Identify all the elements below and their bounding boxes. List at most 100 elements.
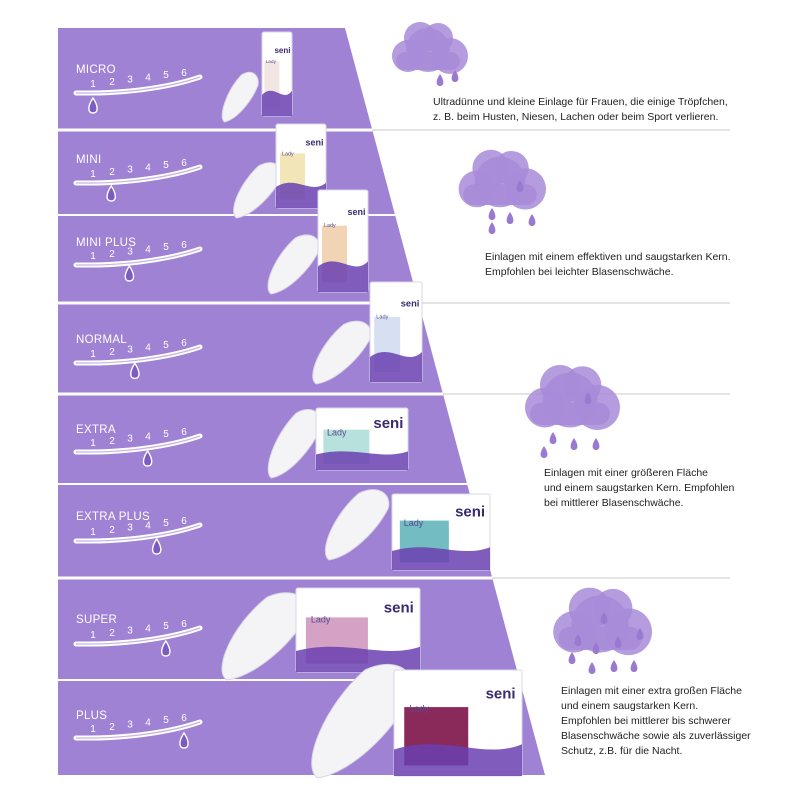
pad-image [267,234,320,295]
cloud-base [558,626,642,650]
cloud-puff [563,366,602,404]
scale-number: 1 [90,630,96,641]
package-wave [276,182,326,208]
scale-number: 3 [127,720,133,731]
brand-sub-logo: Lady [327,427,347,437]
brand-logo: seni [347,207,365,217]
brand-sub-logo: Lady [409,703,429,713]
scale-number: 3 [127,434,133,445]
row-label-mini-plus: MINI PLUS [76,237,137,249]
scale-number: 6 [181,427,187,438]
rain-drop [592,438,600,450]
description-line: Blasenschwäche sowie als zuverlässiger [561,730,751,742]
scale-number: 4 [145,431,151,442]
scale-number: 3 [127,626,133,637]
rain-drop [488,222,496,234]
rain-drop [592,642,600,654]
scale-number: 2 [109,347,115,358]
scale-bar-line [76,721,201,739]
scale-number: 6 [181,713,187,724]
scale-bar [73,164,203,186]
scale-number: 2 [109,436,115,447]
scale-number: 3 [127,345,133,356]
brand-sub-logo: Lady [311,614,331,624]
description-line: Einlagen mit einem effektiven und saugst… [485,251,731,263]
level-drop-icon [130,362,140,380]
rain-drop [436,74,444,86]
cloud-base [463,184,537,205]
row-label-micro: MICRO [76,64,116,76]
scale-number: 1 [90,169,96,180]
cloud-drops-icon [392,22,468,86]
brand-sub-logo: Lady [324,223,336,229]
description-line: Einlagen mit einer größeren Fläche [544,467,709,479]
scale-bar-line [76,248,201,266]
level-drop-icon [179,731,189,749]
package-wave [394,744,522,776]
description-line: bei mittlerer Blasenschwäche. [544,497,684,509]
scale-number: 4 [145,162,151,173]
scale-number: 6 [181,516,187,527]
level-drop-icon [88,96,98,114]
scale-bar [73,719,203,741]
scale-number: 4 [145,623,151,634]
brand-sub-logo: Lady [266,59,277,65]
cloud-puff [494,150,529,186]
rain-drop [528,214,536,226]
description-line: und einem saugstarken Kern. Empfohlen [544,482,735,494]
scale-number: 1 [90,79,96,90]
scale-number: 5 [163,621,169,632]
scale-number: 3 [127,523,133,534]
brand-logo: seni [384,599,414,616]
scale-number: 6 [181,240,187,251]
scale-number: 3 [127,165,133,176]
scale-number: 6 [181,619,187,630]
cloud-puff [593,588,633,628]
package-wave [262,90,292,116]
rain-drop [584,392,592,404]
scale-number: 5 [163,518,169,529]
scale-number: 2 [109,249,115,260]
rain-drop [630,660,638,672]
level-drop-icon [160,639,171,657]
row-label-normal: NORMAL [76,334,128,346]
scale-bar [73,433,203,455]
description-extra: Einlagen mit einer größeren Fläche und e… [544,466,734,511]
scale-bar [73,522,203,544]
scale-number: 2 [109,722,115,733]
description-line: Einlagen mit einer extra großen Fläche [561,685,742,697]
cloud-drops-icon [525,365,620,458]
rain-drop [636,628,644,640]
rain-drop [600,612,608,624]
description-mini: Einlagen mit einem effektiven und saugst… [485,250,731,280]
description-line: Ultradünne und kleine Einlage für Frauen… [433,96,728,108]
scale-number: 4 [145,520,151,531]
package-wave [370,352,422,382]
rain-drop [570,438,578,450]
brand-sub-logo: Lady [404,518,424,528]
scale-number: 5 [163,242,169,253]
scale-bar-line [76,435,201,453]
description-micro: Ultradünne und kleine Einlage für Frauen… [433,95,728,125]
brand-logo: seni [305,137,323,147]
brand-logo: seni [401,299,420,309]
scale-number: 5 [163,715,169,726]
scale-number: 6 [181,338,187,349]
cloud-drops-icon [458,149,546,234]
product-images: seniLadyseniLadyseniLadyseniLadyseniLady… [221,31,523,779]
rain-drop [506,212,514,224]
pad-image [267,409,322,479]
scale-number: 4 [145,717,151,728]
scale-number: 3 [127,75,133,86]
description-line: Schutz, z.B. für die Nacht. [561,745,683,757]
description-line: Empfohlen bei mittlerer bis schwerer [561,715,731,727]
